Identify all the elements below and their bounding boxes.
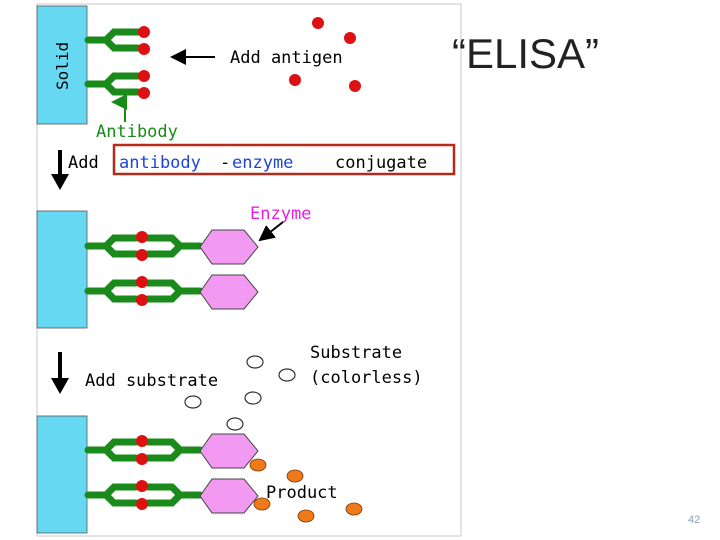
colorless-label: (colorless) (310, 368, 423, 388)
antibody-1b (84, 72, 142, 96)
step-arrow-1 (51, 150, 69, 190)
step-arrow-2 (51, 352, 69, 394)
enzyme-3b (199, 478, 259, 514)
enzyme-3a (199, 433, 259, 469)
solid-phase-1 (36, 5, 88, 125)
antibody-2a (84, 234, 204, 258)
antibody-label: Antibody (96, 122, 178, 142)
conjugate-highlight-box (112, 143, 456, 176)
conjugate-suffix-label: conjugate (335, 153, 427, 173)
conjugate-antibody-label: antibody (119, 153, 201, 173)
enzyme-arrow (258, 221, 284, 242)
antigen-bound-1 (138, 26, 150, 99)
antibody-3a (84, 438, 204, 462)
antigen-bound-2 (136, 231, 148, 306)
product-label: Product (266, 483, 338, 503)
enzyme-2b (199, 274, 259, 310)
enzyme-label: Enzyme (250, 204, 311, 224)
add-conjugate-prefix: Add (68, 153, 99, 173)
add-substrate-label: Add substrate (85, 371, 218, 391)
substrate-label: Substrate (310, 343, 402, 363)
antigen-free (289, 17, 361, 92)
solid-phase-3 (36, 415, 88, 534)
substrate-molecules (184, 355, 296, 431)
enzyme-2a (199, 229, 259, 265)
slide-number: 42 (688, 514, 701, 526)
slide-title: “ELISA” (452, 30, 600, 77)
antibody-3b (84, 483, 204, 507)
conjugate-enzyme-label: enzyme (232, 153, 293, 173)
conjugate-dash-label: - (220, 153, 230, 173)
solid-phase-2 (36, 210, 88, 329)
product-molecules (249, 458, 363, 523)
antigen-bound-3 (136, 435, 148, 510)
solid-label: Solid (53, 42, 72, 90)
antibody-2b (84, 279, 204, 303)
antibody-1a (84, 28, 142, 52)
add-antigen-label: Add antigen (230, 48, 343, 68)
